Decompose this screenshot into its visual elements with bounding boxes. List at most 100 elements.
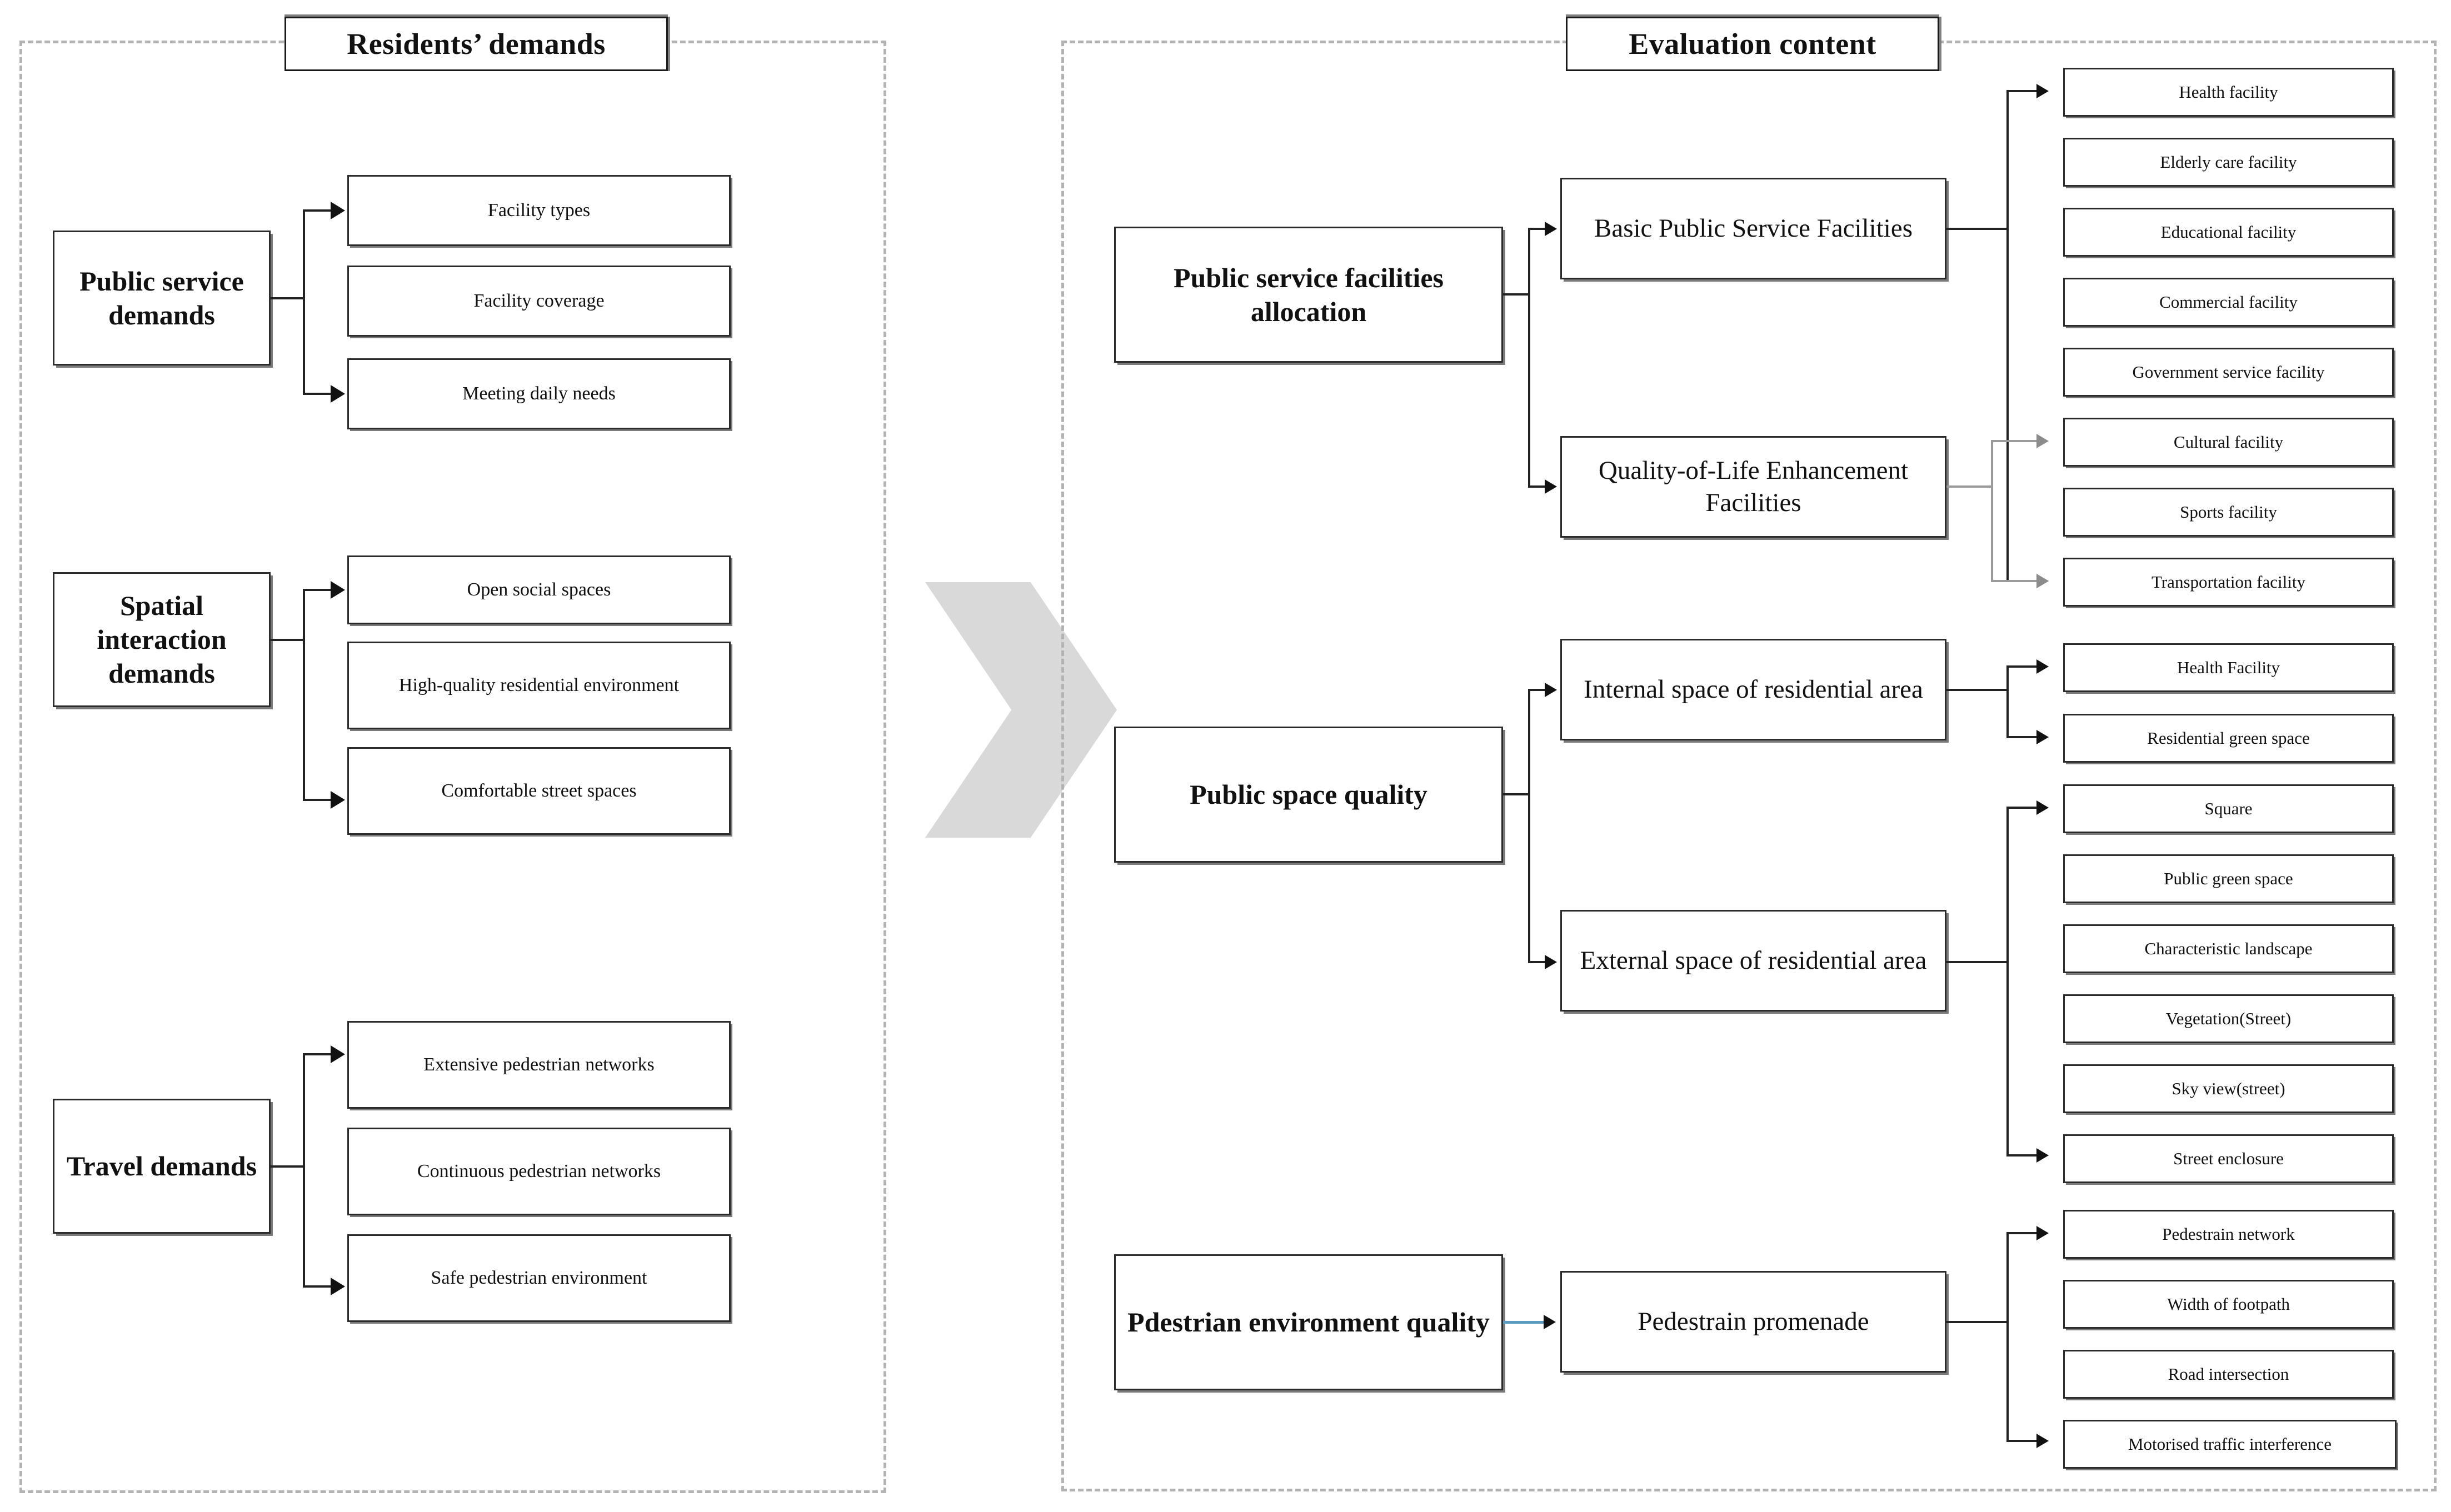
node-sky-view-street[interactable]: Sky view(street) <box>2063 1064 2394 1113</box>
node-public-service-demands[interactable]: Public service demands <box>53 231 271 366</box>
node-label: Elderly care facility <box>2160 152 2297 172</box>
node-label: High-quality residential environment <box>398 675 680 696</box>
node-square[interactable]: Square <box>2063 784 2394 833</box>
connector-r2-branch-top <box>1528 689 1546 691</box>
connector-r1-branch-top <box>1528 228 1546 230</box>
node-vegetation-street[interactable]: Vegetation(Street) <box>2063 994 2394 1043</box>
node-label: Characteristic landscape <box>2144 939 2313 959</box>
arrow-cultural-facility <box>2036 434 2049 448</box>
node-label: Public space quality <box>1190 779 1427 810</box>
node-spatial-interaction-demands[interactable]: Spatial interaction demands <box>53 572 271 707</box>
node-road-intersection[interactable]: Road intersection <box>2063 1350 2394 1399</box>
connector-g2-stub <box>271 639 304 641</box>
node-width-of-footpath[interactable]: Width of footpath <box>2063 1280 2394 1329</box>
node-public-green-space[interactable]: Public green space <box>2063 854 2394 903</box>
node-label: Basic Public Service Facilities <box>1594 213 1913 243</box>
node-label: Cultural facility <box>2173 432 2284 452</box>
node-label: Pedestrain network <box>2162 1224 2295 1244</box>
node-sports-facility[interactable]: Sports facility <box>2063 488 2394 537</box>
connector-qol-to-transportation <box>1991 580 2039 582</box>
node-label: Street enclosure <box>2173 1149 2284 1169</box>
arrow-square <box>2036 800 2049 815</box>
node-high-quality-residential-environment[interactable]: High-quality residential environment <box>347 642 731 729</box>
node-transportation-facility[interactable]: Transportation facility <box>2063 558 2394 607</box>
node-label: External space of residential area <box>1580 945 1927 975</box>
connector-external-to-square <box>2006 807 2039 809</box>
left-panel-title-box: Residents’ demands <box>284 17 668 71</box>
node-street-enclosure[interactable]: Street enclosure <box>2063 1134 2394 1183</box>
arrow-r2-external <box>1545 955 1557 969</box>
node-health-facility[interactable]: Health facility <box>2063 68 2394 117</box>
node-label: Facility types <box>487 200 591 221</box>
node-external-space-of-residential-area[interactable]: External space of residential area <box>1560 910 1946 1012</box>
connector-internal-stub <box>1946 689 2009 691</box>
connector-g1-trunk <box>303 211 305 394</box>
node-pedestrain-network[interactable]: Pedestrain network <box>2063 1210 2394 1259</box>
node-label: Commercial facility <box>2159 292 2298 312</box>
node-label: Facility coverage <box>473 291 605 312</box>
arrow-g2-1 <box>331 581 345 599</box>
arrow-r1-basic <box>1545 222 1557 236</box>
connector-g3-stub <box>271 1165 304 1168</box>
connector-g1-branch-3 <box>303 393 332 395</box>
node-label: Sports facility <box>2180 502 2277 522</box>
connector-g2-branch-3 <box>303 799 332 801</box>
connector-g2-trunk <box>303 590 305 800</box>
node-travel-demands[interactable]: Travel demands <box>53 1099 271 1234</box>
node-basic-public-service-facilities[interactable]: Basic Public Service Facilities <box>1560 178 1946 279</box>
arrow-g3-1 <box>331 1045 345 1063</box>
connector-external-stub <box>1946 961 2009 963</box>
connector-basic-trunk <box>2006 91 2009 582</box>
right-panel-title: Evaluation content <box>1629 27 1876 61</box>
node-public-service-facilities-allocation[interactable]: Public service facilities allocation <box>1114 227 1503 363</box>
node-label: Comfortable street spaces <box>441 780 637 802</box>
node-educational-facility[interactable]: Educational facility <box>2063 208 2394 257</box>
node-pedestrain-promenade[interactable]: Pedestrain promenade <box>1560 1271 1946 1373</box>
node-residential-green-space[interactable]: Residential green space <box>2063 714 2394 763</box>
node-label: Internal space of residential area <box>1584 674 1923 704</box>
arrow-health-facility-internal <box>2036 659 2049 674</box>
node-continuous-pedestrian-networks[interactable]: Continuous pedestrian networks <box>347 1128 731 1215</box>
connector-promenade-trunk <box>2006 1233 2009 1442</box>
connector-g3-branch-1 <box>303 1053 332 1055</box>
node-facility-coverage[interactable]: Facility coverage <box>347 266 731 337</box>
node-label: Public service facilities allocation <box>1174 262 1444 327</box>
arrow-street-enclosure <box>2036 1148 2049 1163</box>
node-meeting-daily-needs[interactable]: Meeting daily needs <box>347 358 731 429</box>
arrow-r1-qol <box>1545 479 1557 494</box>
arrow-r3-promenade <box>1544 1315 1556 1329</box>
node-safe-pedestrian-environment[interactable]: Safe pedestrian environment <box>347 1234 731 1322</box>
connector-promenade-stub <box>1946 1321 2009 1323</box>
node-label: Transportation facility <box>2152 572 2305 592</box>
connector-promenade-to-network <box>2006 1232 2039 1234</box>
node-government-service-facility[interactable]: Government service facility <box>2063 348 2394 397</box>
node-health-facility-internal[interactable]: Health Facility <box>2063 643 2394 692</box>
arrow-health-facility <box>2036 84 2049 98</box>
node-motorised-traffic-interference[interactable]: Motorised traffic interference <box>2063 1420 2397 1469</box>
arrow-motorised-traffic-interference <box>2036 1434 2049 1448</box>
node-pedestrian-environment-quality[interactable]: Pdestrian environment quality <box>1114 1254 1503 1390</box>
node-commercial-facility[interactable]: Commercial facility <box>2063 278 2394 327</box>
connector-external-trunk <box>2006 808 2009 1156</box>
node-label: Public green space <box>2164 869 2293 889</box>
left-panel-title: Residents’ demands <box>347 27 606 61</box>
node-characteristic-landscape[interactable]: Characteristic landscape <box>2063 924 2394 973</box>
node-label: Road intersection <box>2168 1364 2289 1384</box>
connector-promenade-to-motorised <box>2006 1440 2039 1442</box>
node-quality-of-life-enhancement-facilities[interactable]: Quality-of-Life Enhancement Facilities <box>1560 436 1946 538</box>
connector-g3-trunk <box>303 1054 305 1286</box>
node-extensive-pedestrian-networks[interactable]: Extensive pedestrian networks <box>347 1021 731 1109</box>
node-open-social-spaces[interactable]: Open social spaces <box>347 555 731 624</box>
node-facility-types[interactable]: Facility types <box>347 175 731 246</box>
node-comfortable-street-spaces[interactable]: Comfortable street spaces <box>347 747 731 835</box>
node-cultural-facility[interactable]: Cultural facility <box>2063 418 2394 467</box>
node-elderly-care-facility[interactable]: Elderly care facility <box>2063 138 2394 187</box>
node-label: Vegetation(Street) <box>2165 1009 2292 1029</box>
node-label: Residential green space <box>2147 728 2310 748</box>
node-internal-space-of-residential-area[interactable]: Internal space of residential area <box>1560 639 1946 740</box>
connector-qol-trunk <box>1991 441 1993 581</box>
connector-r1-branch-bottom <box>1528 485 1546 488</box>
node-public-space-quality[interactable]: Public space quality <box>1114 727 1503 863</box>
connector-external-to-enclosure <box>2006 1154 2039 1156</box>
arrow-g2-3 <box>331 791 345 809</box>
